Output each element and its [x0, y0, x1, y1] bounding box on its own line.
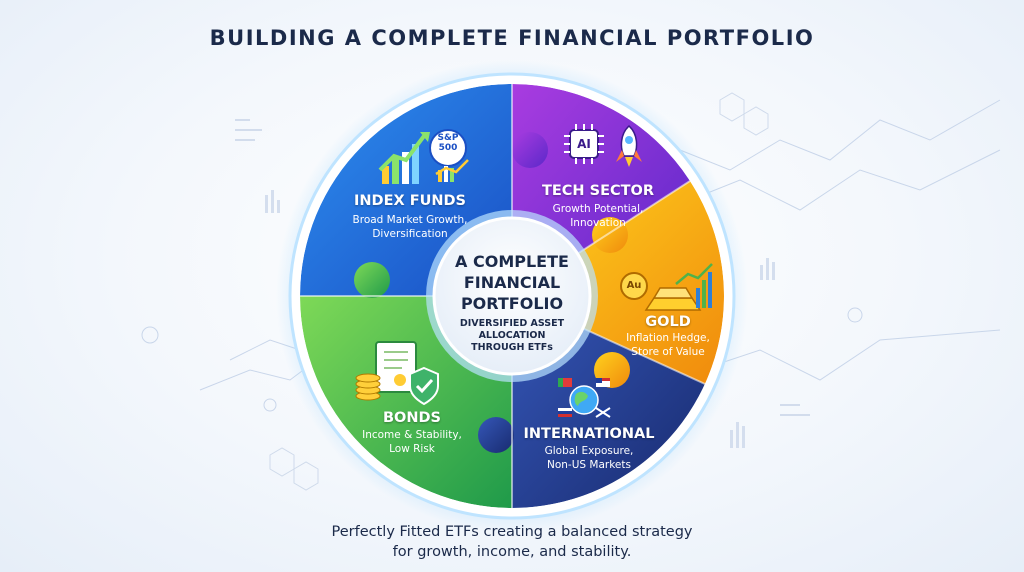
page-title: BUILDING A COMPLETE FINANCIAL PORTFOLIO [209, 26, 815, 50]
bond-certificate-icon [355, 341, 439, 406]
intl-bonds-tab [478, 417, 514, 453]
index-funds-chart-icon [378, 129, 469, 184]
bonds-desc: Income & Stability, Low Risk [362, 429, 462, 455]
tech-sector-desc: Growth Potential, Innovation [552, 203, 644, 229]
index-funds-desc: Broad Market Growth, Diversification [352, 214, 468, 240]
gold-icon-label: Au [626, 280, 642, 291]
bonds-index-tab [354, 262, 390, 298]
caption: Perfectly Fitted ETFs creating a balance… [331, 524, 693, 560]
index-funds-title: INDEX FUNDS [354, 193, 466, 209]
index-tech-tab [512, 132, 548, 168]
gold-bar-icon [620, 263, 713, 311]
international-desc: Global Exposure, Non-US Markets [544, 445, 634, 471]
index-funds-icon-label: S&P 500 [437, 133, 459, 153]
ai-chip-icon [564, 124, 604, 164]
gold-segment [512, 181, 724, 384]
gold-title: GOLD [645, 314, 691, 330]
ai-chip-label: AI [577, 137, 591, 151]
tech-sector-title: TECH SECTOR [542, 183, 654, 199]
gold-desc: Inflation Hedge, Store of Value [626, 332, 710, 358]
center-title: A COMPLETE FINANCIAL PORTFOLIO [455, 252, 569, 313]
center-subtitle: DIVERSIFIED ASSET ALLOCATION THROUGH ETF… [459, 318, 565, 353]
bonds-title: BONDS [383, 410, 441, 426]
rocket-icon [616, 124, 642, 167]
international-title: INTERNATIONAL [523, 426, 655, 442]
globe-flags-icon [558, 378, 611, 418]
center-disc [432, 216, 592, 376]
